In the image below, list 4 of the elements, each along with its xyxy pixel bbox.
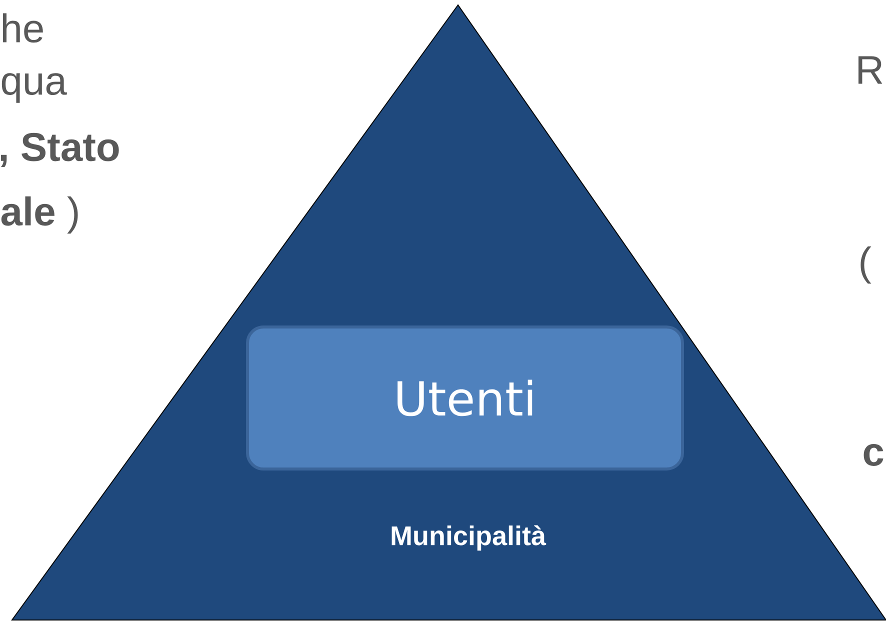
rounded-box: Utenti [246, 326, 684, 470]
side-text: R [858, 56, 882, 84]
side-text: c [864, 444, 884, 466]
side-text: ( [860, 246, 872, 284]
